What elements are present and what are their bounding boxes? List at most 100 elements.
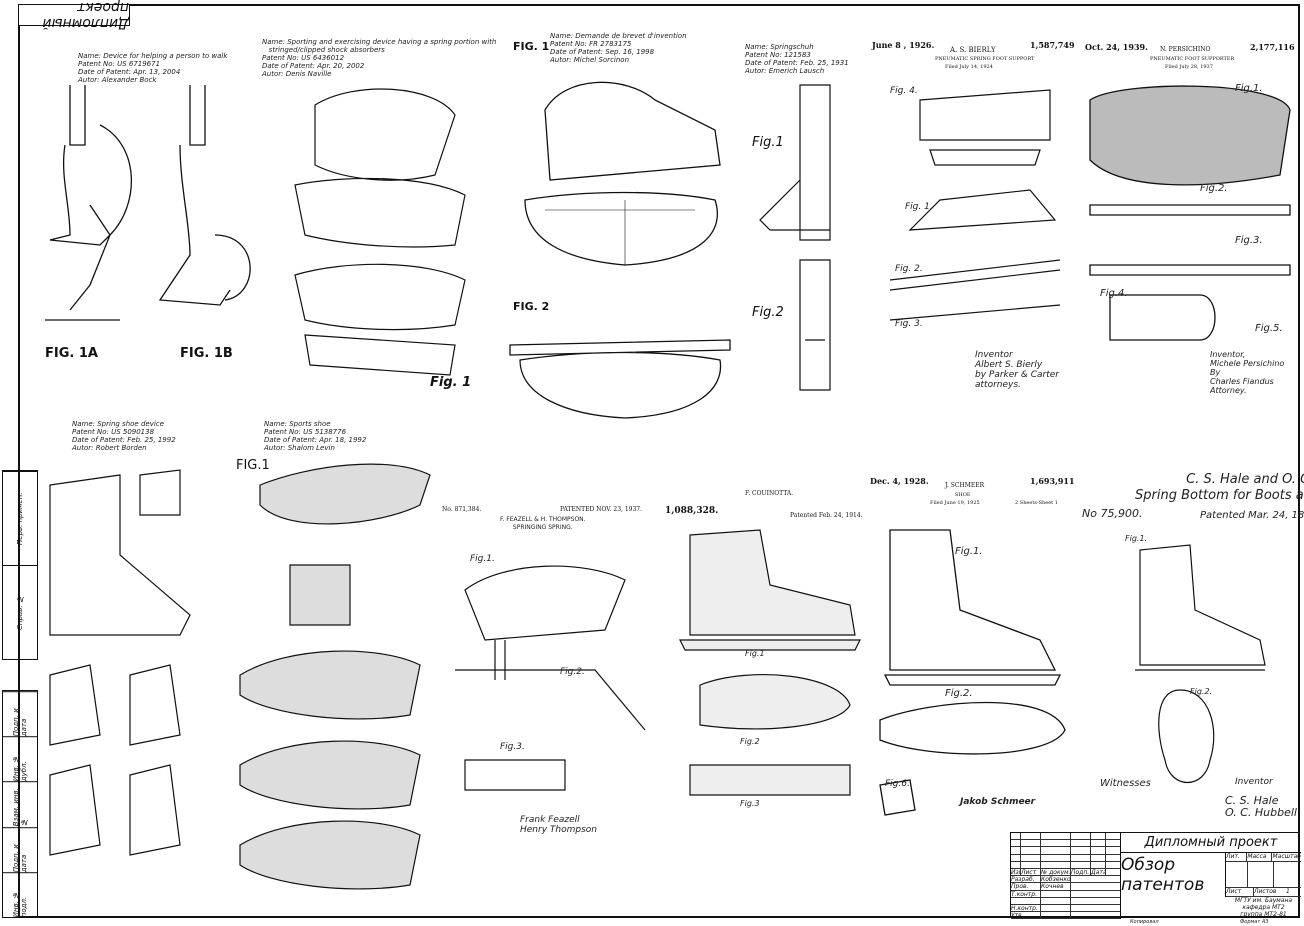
fig-label: Fig.1: [752, 135, 784, 150]
walking-device-drawing: [30, 85, 270, 345]
patent-date: PATENTED NOV. 23, 1937.: [560, 506, 643, 513]
witness-label: Witnesses: [1100, 778, 1151, 789]
bierly-drawing: [880, 80, 1070, 340]
patent-caption-1: Name: Device for helping a person to wal…: [78, 52, 228, 84]
patent-sheets: 2 Sheets-Sheet 1: [1015, 500, 1058, 506]
fig-label: Fig.2.: [560, 667, 585, 677]
patent-number: 1,587,749: [1030, 40, 1075, 50]
side-strip-top: Перв. примен. Справ. №: [2, 470, 38, 660]
project-title: Дипломный проект: [1121, 833, 1301, 853]
fig-label: Fig. 4.: [890, 86, 918, 96]
fig-label: Fig.2: [752, 305, 784, 320]
couinotta-drawing: [670, 525, 865, 825]
patent-date: Patented Mar. 24, 1868.: [1200, 510, 1304, 521]
patent-number: No. 871,384.: [442, 506, 482, 513]
patent-date: Oct. 24, 1939.: [1085, 42, 1148, 52]
fig-label: FIG. 2: [513, 300, 550, 313]
sporting-device-drawing: [255, 75, 495, 395]
format-label: Формат A3: [1240, 919, 1269, 925]
fig-label: Fig.1.: [1125, 534, 1148, 543]
fig-label: Fig.5.: [1255, 323, 1283, 334]
col-header: Дата: [1091, 868, 1106, 876]
side-strip-bottom: Подп. и дата Инв. № дубл. Взам. инв. № П…: [2, 690, 38, 918]
corner-label: Дипломный проект: [18, 0, 130, 31]
fig-label: Fig.1.: [470, 554, 495, 564]
patent-inventor: F. COUINOTTA.: [745, 490, 794, 497]
drawing-frame: [18, 4, 1300, 918]
feazell-drawing: [445, 540, 655, 800]
patent-number: No 75,900.: [1082, 507, 1143, 520]
scale-label: Масштаб: [1272, 853, 1301, 860]
role-label: Н.контр.: [1011, 904, 1041, 912]
fig-label: Fig.4.: [1100, 288, 1128, 299]
role-label: Пров.: [1011, 883, 1041, 890]
fig-label: Fig.2.: [1190, 687, 1213, 696]
fig-label: Fig.1.: [1235, 83, 1263, 94]
drawing-title: Обзор патентов: [1121, 853, 1226, 897]
patent-signature: Inventor Albert S. Bierly by Parker & Ca…: [975, 350, 1059, 390]
col-header: № докум.: [1041, 868, 1071, 876]
fig-label: Fig. 1: [430, 375, 472, 390]
patent-title: F. FEAZELL & H. THOMPSON. SPRINGING SPRI…: [500, 516, 586, 531]
patent-date: Dec. 4, 1928.: [870, 476, 929, 486]
shoe-spring-drawing-2: [505, 320, 735, 430]
patent-subtitle: PNEUMATIC SPRING FOOT SUPPORT: [935, 56, 1035, 62]
fig-label: FIG.1: [236, 458, 270, 473]
patent-subtitle: SHOE: [955, 492, 971, 498]
fig-label: Fig.2: [740, 737, 760, 746]
patent-signature: C. S. Hale O. C. Hubbell: [1225, 794, 1297, 819]
fig-label: Fig. 2.: [895, 264, 923, 274]
role-label: Утв.: [1011, 912, 1041, 919]
inventor-label: Inventor: [1235, 777, 1273, 787]
fig-label: Fig.3.: [500, 742, 525, 752]
persichino-drawing: [1080, 80, 1295, 350]
patent-caption-2: Name: Sporting and exercising device hav…: [262, 38, 497, 78]
fig-label: FIG. 1: [513, 40, 550, 53]
fig-label: Fig. 1.: [905, 202, 933, 212]
shoe-spring-drawing-1: [505, 70, 735, 270]
patent-signature: Inventor, Michele Persichino By Charles …: [1210, 350, 1285, 395]
fig-label: Fig.2.: [1200, 183, 1228, 194]
copied-label: Копировал: [1130, 919, 1159, 925]
patent-inventor: A. S. BIERLY: [950, 46, 996, 54]
patent-date: Patented Feb. 24, 1914.: [790, 512, 863, 519]
patent-subtitle: PNEUMATIC FOOT SUPPORTER: [1150, 56, 1235, 62]
patent-inventor: J. SCHMEER: [945, 482, 985, 489]
patent-filed: Filed July 28, 1937: [1165, 64, 1213, 70]
role-label: Т.контр.: [1011, 890, 1041, 897]
patent-filed: Filed July 14, 1924: [945, 64, 993, 70]
fig-label: Fig.6.: [885, 779, 910, 789]
patent-signature: Jakob Schmeer: [960, 797, 1036, 807]
role-name: Кочнев: [1041, 883, 1071, 890]
lit-label: Лит.: [1226, 853, 1248, 861]
title-block-meta: Лит. Масса Масштаб Лист Листов 1 МГТУ им…: [1226, 853, 1301, 919]
sheet-label: Лист: [1226, 888, 1254, 896]
col-header: Изм.: [1011, 868, 1021, 876]
fig-label: Fig.3.: [1235, 235, 1263, 246]
fig-label: Fig.1.: [955, 546, 983, 557]
fig-label: FIG. 1B: [180, 346, 233, 361]
schmeer-drawing: [870, 520, 1070, 820]
role-name: Кобзенков: [1041, 876, 1071, 883]
mass-label: Масса: [1247, 853, 1273, 861]
patent-number: 1,693,911: [1030, 476, 1075, 486]
col-header: Подп.: [1071, 868, 1091, 876]
patent-number: 1,088,328.: [665, 506, 719, 516]
fig-label: Fig. 3.: [895, 319, 923, 329]
spring-shoe-device-drawing: [30, 455, 230, 895]
patent-filed: Filed June 19, 1925: [930, 500, 980, 506]
patent-number: 2,177,116: [1250, 42, 1295, 52]
role-label: Разраб.: [1011, 876, 1041, 883]
col-header: Лист: [1021, 868, 1041, 876]
sheets-label: Листов: [1254, 888, 1277, 895]
patent-signature: Frank Feazell Henry Thompson: [520, 815, 597, 835]
patent-inventor: N. PERSICHINO: [1160, 46, 1211, 53]
fig-label: FIG. 1A: [45, 346, 98, 361]
fig-label: Fig.3: [740, 799, 760, 808]
fig-label: Fig.1: [745, 649, 765, 658]
